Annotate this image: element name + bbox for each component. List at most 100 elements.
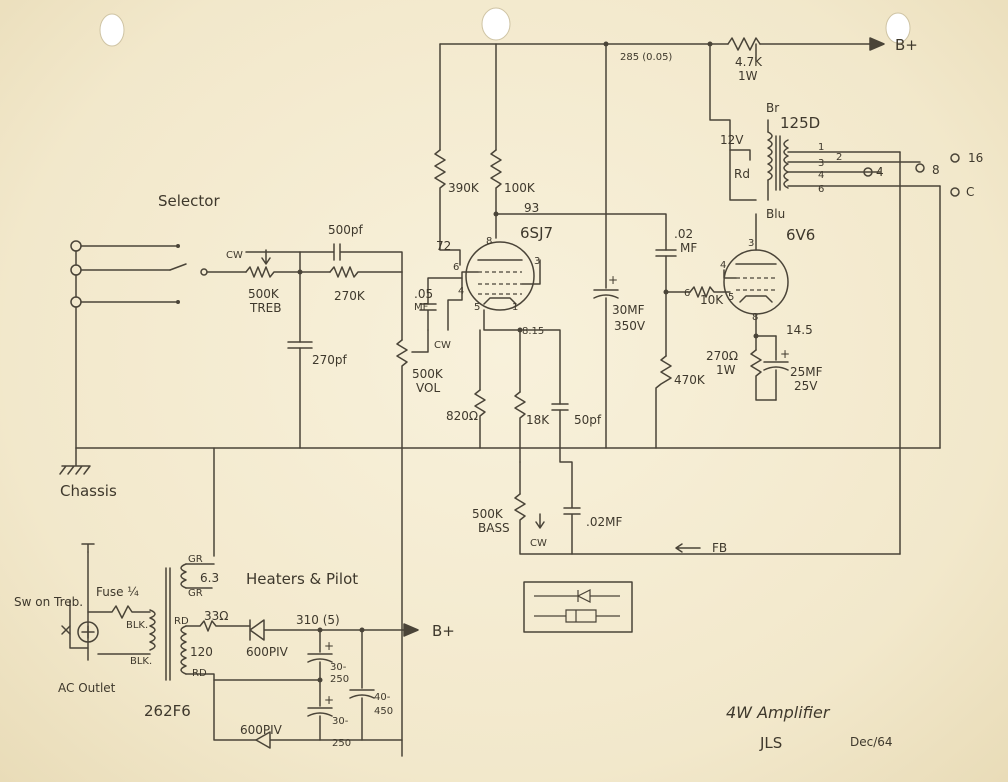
cw-vol-label: CW: [434, 340, 451, 351]
c-40-450-2: 450: [374, 706, 393, 717]
c-270pf-label: 270pf: [312, 353, 348, 367]
pin-8a: 8: [486, 236, 492, 247]
r-18k-label: 18K: [526, 413, 550, 427]
pin-5a: 5: [474, 302, 480, 313]
v815-label: 8.15: [522, 326, 544, 337]
pin-4b: 4: [720, 260, 726, 271]
output-cathode-network: [750, 313, 789, 401]
c-05-unit: MF: [414, 302, 429, 313]
c-30-250b: 30-: [332, 716, 349, 727]
cap-30mf-plus: +: [608, 273, 618, 287]
r-470k-label: 470K: [674, 373, 706, 387]
punch-hole-right: [885, 12, 911, 44]
ot-tap-6: 6: [818, 184, 824, 195]
r-47k-watt: 1W: [738, 69, 758, 83]
volume-control: [396, 271, 463, 449]
fb-label: FB: [712, 541, 727, 555]
r-820-label: 820Ω: [446, 409, 478, 423]
v6-3-label: 6.3: [200, 571, 219, 585]
blk-1-label: BLK.: [126, 620, 148, 631]
tube-6sj7-label: 6SJ7: [520, 224, 553, 242]
c-02-unit: MF: [680, 241, 697, 255]
bass-control: [514, 447, 901, 555]
v93-label: 93: [524, 201, 539, 215]
power-supply: [61, 543, 419, 749]
ot-rd-label: Rd: [734, 167, 750, 181]
tube-6sj7: [447, 241, 541, 331]
r-100k-label: 100K: [504, 181, 536, 195]
cap-b-plus: +: [324, 693, 334, 707]
c-30-250b-2: 250: [332, 738, 351, 749]
out-c-label: C: [966, 185, 974, 199]
cap-25mf-plus: +: [780, 347, 790, 361]
r-10k-label: 10K: [700, 293, 724, 307]
r-33-label: 33Ω: [204, 609, 228, 623]
c-02b-label: .02MF: [586, 515, 622, 529]
punch-hole-left: [99, 13, 125, 47]
date-label: Dec/64: [850, 735, 893, 749]
gr-1-label: GR: [188, 554, 203, 565]
pin-5b: 5: [728, 292, 734, 303]
c-25mf-label: 25MF: [790, 365, 823, 379]
output-transformer: [709, 43, 960, 555]
ot-tap-1: 1: [818, 142, 824, 153]
fb-arrow: [675, 543, 701, 553]
pin-8b: 8: [752, 312, 758, 323]
d2-label: 600PIV: [240, 723, 283, 737]
pt-262f6-label: 262F6: [144, 702, 191, 720]
input-selector: [70, 240, 247, 449]
v310-label: 310 (5): [296, 613, 340, 627]
ot-tap-2: 2: [836, 152, 842, 163]
ot-br-label: Br: [766, 101, 779, 115]
c-25mf-volt: 25V: [794, 379, 818, 393]
r-500k-vol-label: 500K: [412, 367, 444, 381]
cap-a-plus: +: [324, 639, 334, 653]
c-02-label: .02: [674, 227, 693, 241]
v285-label: 285 (0.05): [620, 52, 672, 63]
blk-2-label: BLK.: [130, 656, 152, 667]
rd-2-label: RD: [192, 668, 207, 679]
author-label: JLS: [759, 734, 782, 752]
r-270-label: 270Ω: [706, 349, 738, 363]
r-270k-label: 270K: [334, 289, 366, 303]
vol-label: VOL: [416, 381, 440, 395]
bplus-bottom-label: B+: [432, 622, 455, 640]
c-05-label: .05: [414, 287, 433, 301]
out-16-label: 16: [968, 151, 983, 165]
cap-30mf: [593, 43, 619, 449]
out-4-label: 4: [876, 165, 884, 179]
ot-tap-4: 4: [818, 170, 824, 181]
c-30mf-volt: 350V: [614, 319, 646, 333]
heaters-label: Heaters & Pilot: [246, 570, 358, 588]
r-390k-label: 390K: [448, 181, 480, 195]
c-30-250a-2: 250: [330, 674, 349, 685]
preamp-cathode-network: [474, 309, 569, 463]
v120-label: 120: [190, 645, 213, 659]
pin-3a: 3: [534, 256, 540, 267]
ot-125d-label: 125D: [780, 114, 820, 132]
chassis-label: Chassis: [60, 482, 117, 500]
pin-4a: 4: [458, 286, 464, 297]
cw-bass-label: CW: [530, 538, 547, 549]
v72-label: 72: [436, 239, 451, 253]
r-500k-bass-label: 500K: [472, 507, 504, 521]
pin-6b: 6: [684, 288, 690, 299]
tube-6v6-label: 6V6: [786, 226, 815, 244]
pin-1a: 1: [512, 302, 518, 313]
r-500k-treb-label: 500K: [248, 287, 280, 301]
d1-label: 600PIV: [246, 645, 289, 659]
sw-on-treb-label: Sw on Treb.: [14, 595, 83, 609]
c-40-450: 40-: [374, 692, 391, 703]
bplus-rail: [439, 37, 885, 51]
ac-outlet-label: AC Outlet: [58, 681, 116, 695]
cw-treb-label: CW: [226, 250, 243, 261]
c-50pf-label: 50pf: [574, 413, 602, 427]
bplus-top-label: B+: [895, 36, 918, 54]
rd-1-label: RD: [174, 616, 189, 627]
ot-12v-label: 12V: [720, 133, 744, 147]
title-label: 4W Amplifier: [726, 703, 831, 722]
ot-blu-label: Blu: [766, 207, 785, 221]
ground-bus: [59, 447, 941, 757]
